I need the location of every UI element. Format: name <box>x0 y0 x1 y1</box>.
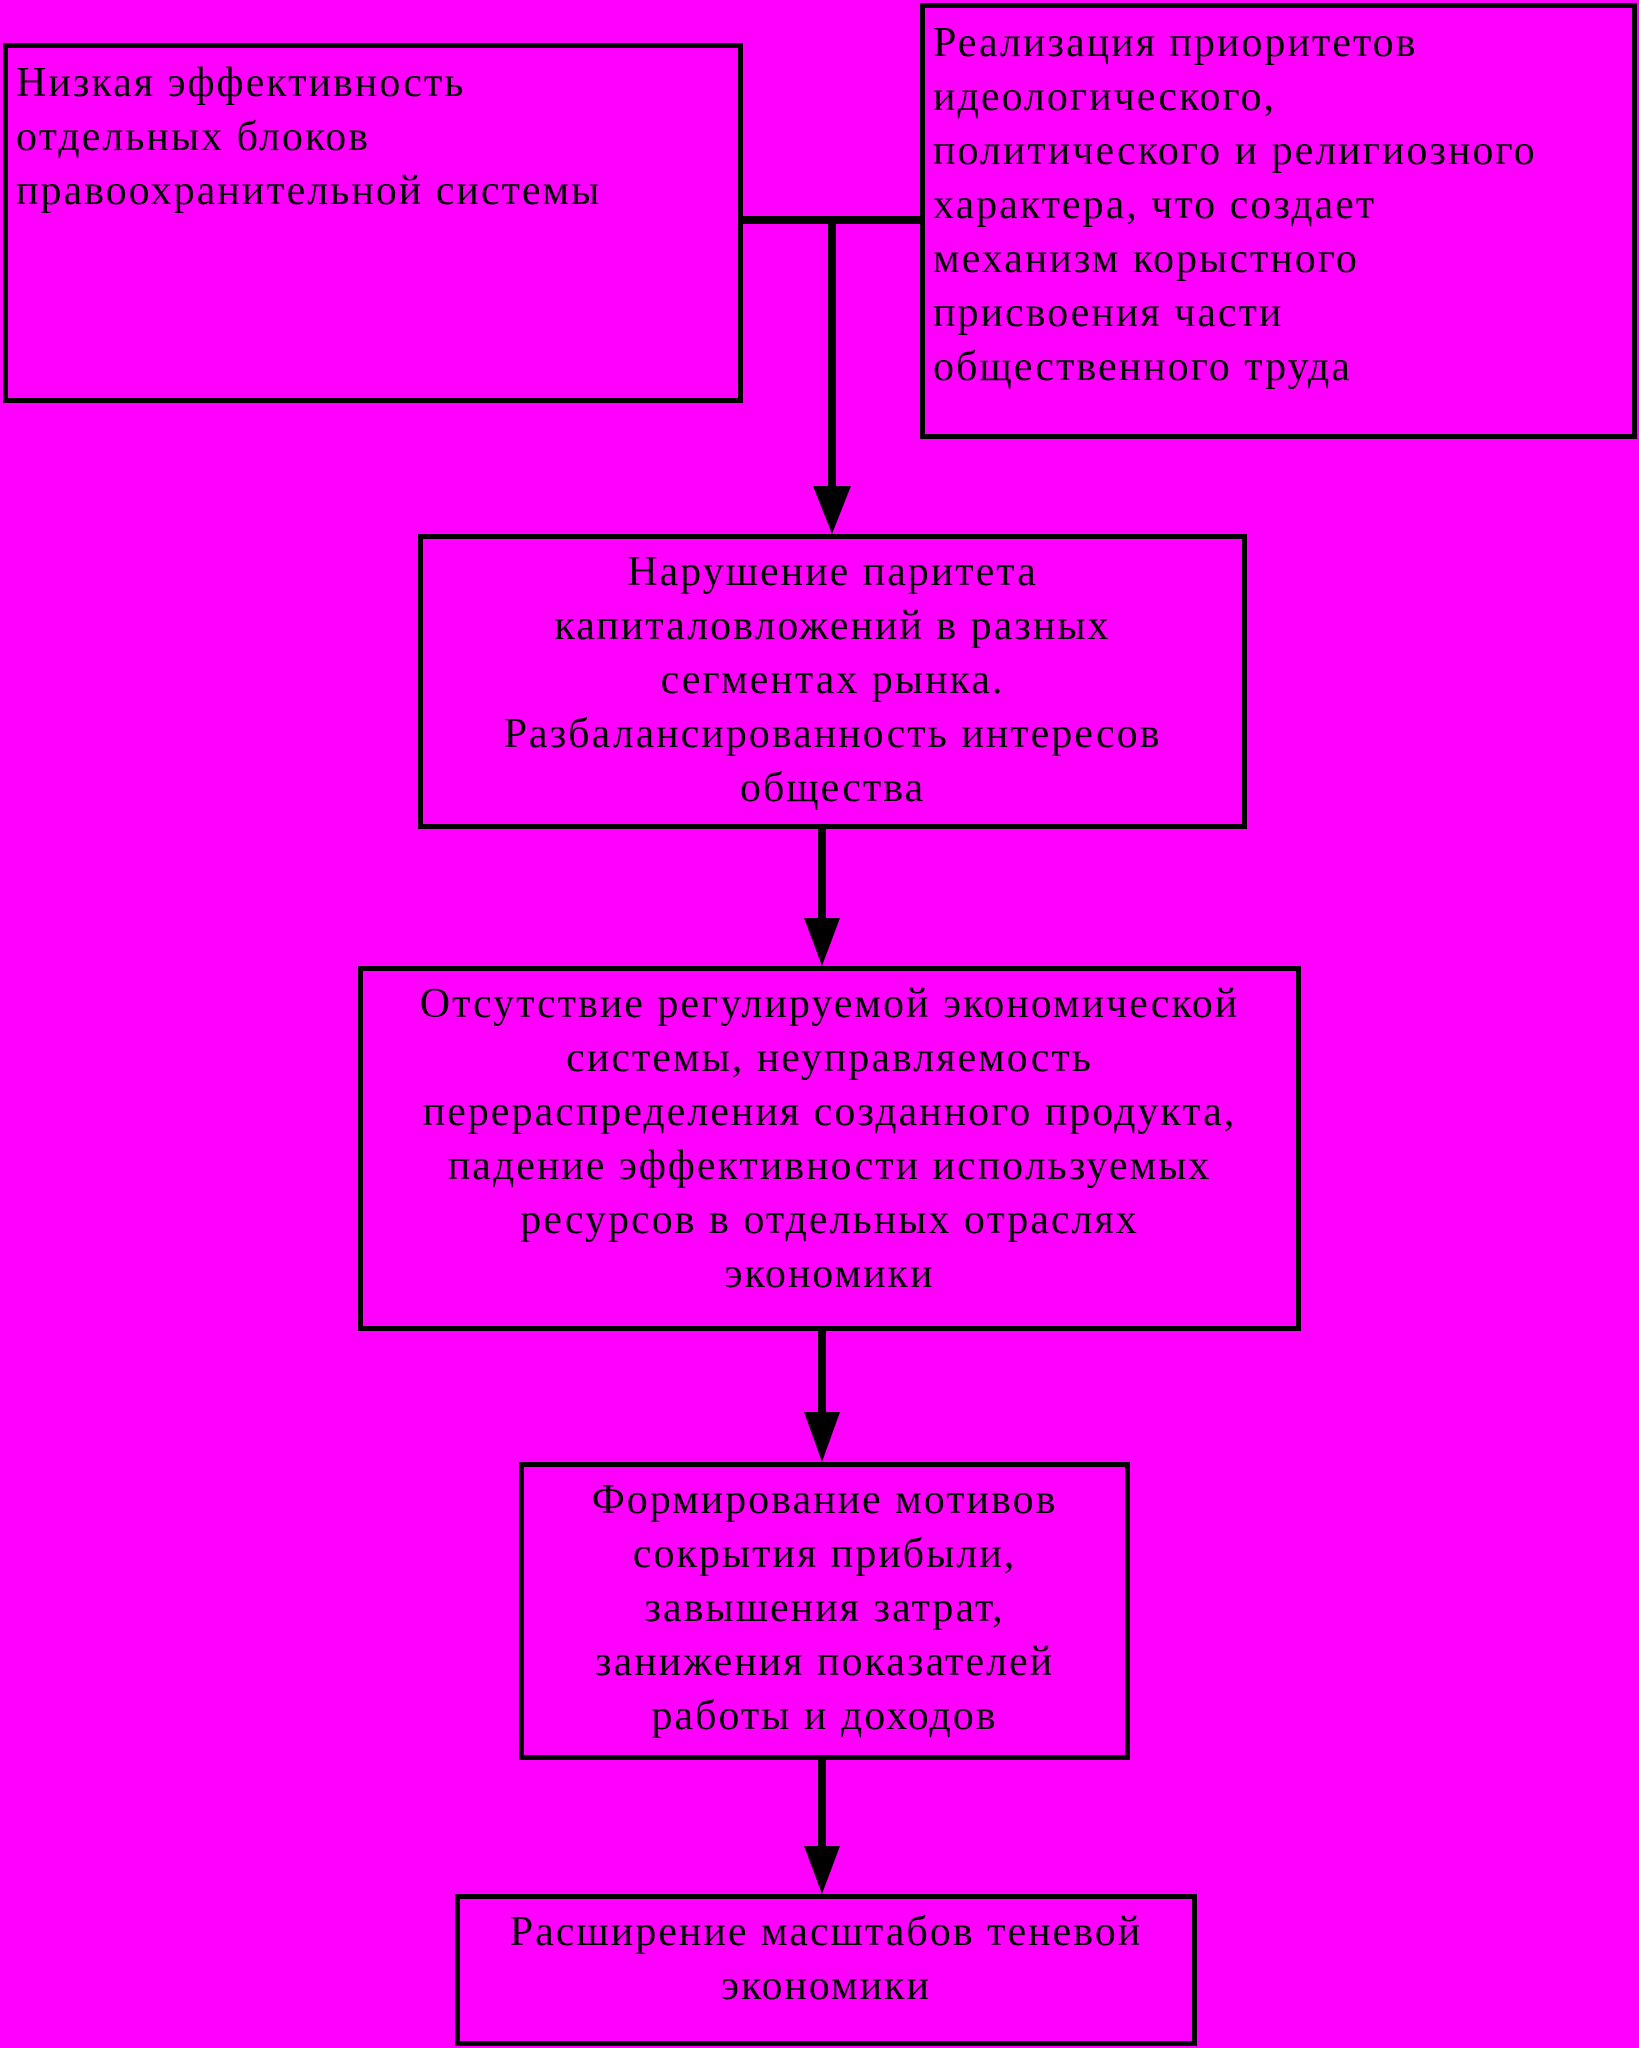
box-motives-text: Формирование мотивов сокрытия прибыли, з… <box>591 1477 1058 1739</box>
arrowhead-2 <box>804 918 840 966</box>
arrowhead-1 <box>813 486 851 534</box>
box-shadow-economy-text: Расширение масштабов теневой экономики <box>509 1909 1143 2009</box>
box-shadow-economy: Расширение масштабов теневой экономики <box>455 1894 1197 2046</box>
box-no-regulation-text: Отсутствие регулируемой экономической си… <box>419 981 1240 1297</box>
box-parity-violation: Нарушение паритета капиталовложений в ра… <box>418 534 1247 829</box>
box-motives: Формирование мотивов сокрытия прибыли, з… <box>519 1462 1130 1760</box>
arrowhead-3 <box>804 1412 840 1462</box>
box-low-efficiency: Низкая эффективность отдельных блоков пр… <box>3 43 743 403</box>
box-priorities-text: Реализация приоритетов идеологического, … <box>933 20 1537 390</box>
box-low-efficiency-text: Низкая эффективность отдельных блоков пр… <box>16 60 602 214</box>
box-no-regulation: Отсутствие регулируемой экономической си… <box>358 966 1301 1331</box>
box-parity-violation-text: Нарушение паритета капиталовложений в ра… <box>503 549 1162 811</box>
box-priorities: Реализация приоритетов идеологического, … <box>920 3 1637 439</box>
arrowhead-4 <box>804 1846 840 1894</box>
